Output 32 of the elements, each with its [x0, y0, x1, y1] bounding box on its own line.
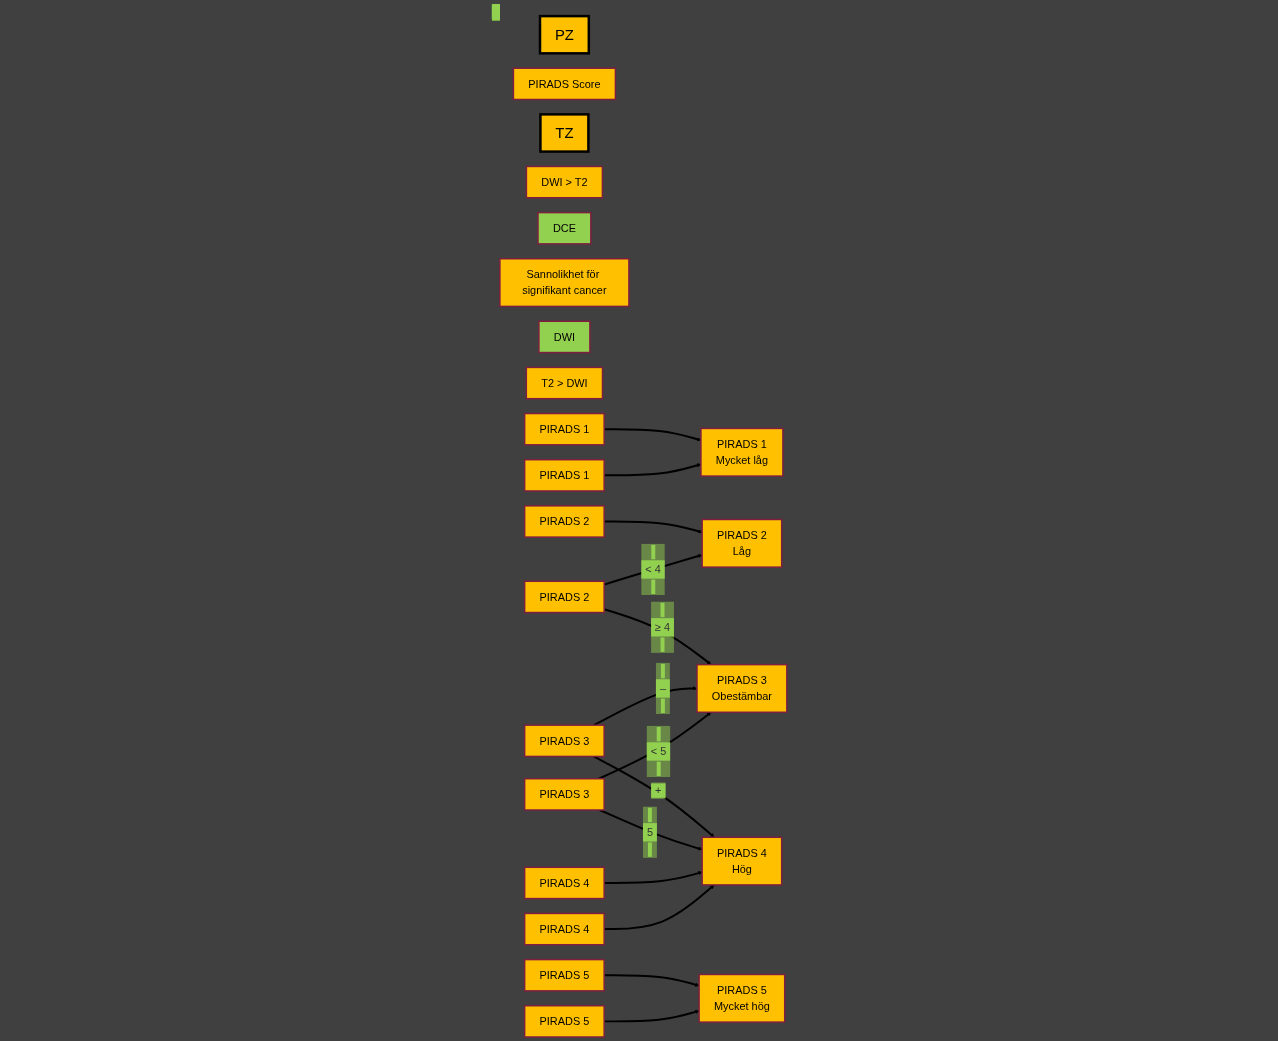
- node-box: T2 > DWI: [525, 366, 603, 400]
- edge-label: –: [659, 682, 666, 695]
- node-box: PZ: [538, 14, 590, 55]
- node-box: PIRADS 5 Mycket hög: [697, 973, 786, 1023]
- edge-label: +: [654, 784, 662, 797]
- node-box: PIRADS 2: [523, 505, 605, 538]
- node-box: PIRADS 5: [523, 958, 605, 992]
- node-box: PIRADS 1: [523, 458, 605, 492]
- node-box: PIRADS 3: [523, 778, 605, 811]
- node-box: PIRADS 2 Låg: [701, 518, 782, 568]
- arrow: [597, 712, 711, 780]
- node-box: PIRADS 2: [523, 580, 605, 614]
- node-box: TZ: [538, 113, 590, 153]
- node-box: PIRADS 1: [523, 412, 605, 446]
- node-box: Sannolikhet för signifikant cancer: [498, 258, 630, 308]
- node-box: PIRADS 3 Obestämbar: [695, 663, 788, 713]
- node-box: PIRADS 4: [523, 866, 605, 900]
- node-box: PIRADS 3: [523, 724, 605, 758]
- edge-label: < 4: [644, 563, 661, 576]
- node-box: PIRADS 4 Hög: [701, 836, 782, 886]
- edge-label: < 5: [650, 745, 666, 758]
- node-box: DCE: [536, 211, 592, 245]
- node-box: DWI: [537, 320, 591, 354]
- node-box: PIRADS 1 Mycket låg: [699, 427, 784, 477]
- edge-label: ≥ 4: [654, 621, 670, 634]
- arrow: [592, 686, 697, 727]
- node-box: PIRADS Score: [512, 67, 616, 101]
- node-box: PIRADS 4: [523, 912, 605, 946]
- edge-label: 5: [646, 826, 653, 839]
- node-box: DWI > T2: [525, 165, 603, 199]
- node-box: PIRADS 5: [523, 1005, 605, 1038]
- arrow: [592, 755, 715, 838]
